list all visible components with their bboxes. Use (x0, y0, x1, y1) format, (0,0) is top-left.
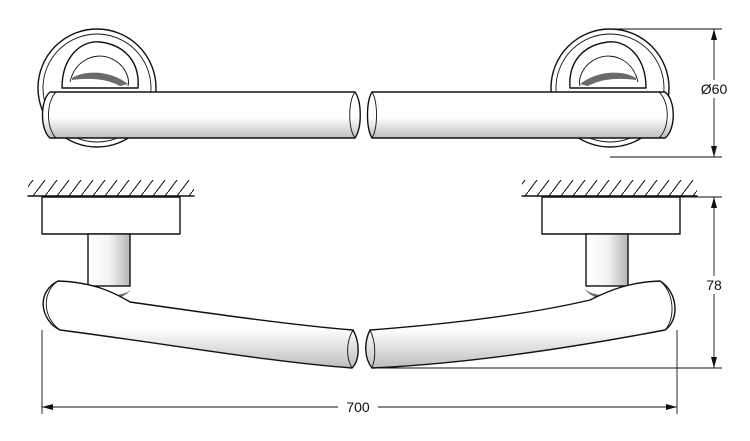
top-view (37, 28, 674, 148)
curved-bar-right (365, 280, 676, 369)
diameter-label: Ø60 (701, 81, 728, 97)
left-mount-base (41, 196, 181, 235)
height-label: 78 (706, 277, 722, 293)
front-view (27, 180, 698, 369)
wall-hatch-left (27, 180, 195, 197)
diameter-dimension: Ø60 (610, 28, 734, 158)
curved-bar-left (42, 280, 359, 369)
wall-hatch-right (521, 180, 698, 197)
right-mount-base (541, 196, 681, 235)
rod-top-right (366, 91, 674, 139)
left-post (86, 233, 132, 300)
length-label: 700 (346, 399, 370, 415)
rod-top-left (41, 91, 361, 139)
length-dimension: 700 (41, 330, 678, 416)
height-dimension: 78 (372, 196, 729, 369)
